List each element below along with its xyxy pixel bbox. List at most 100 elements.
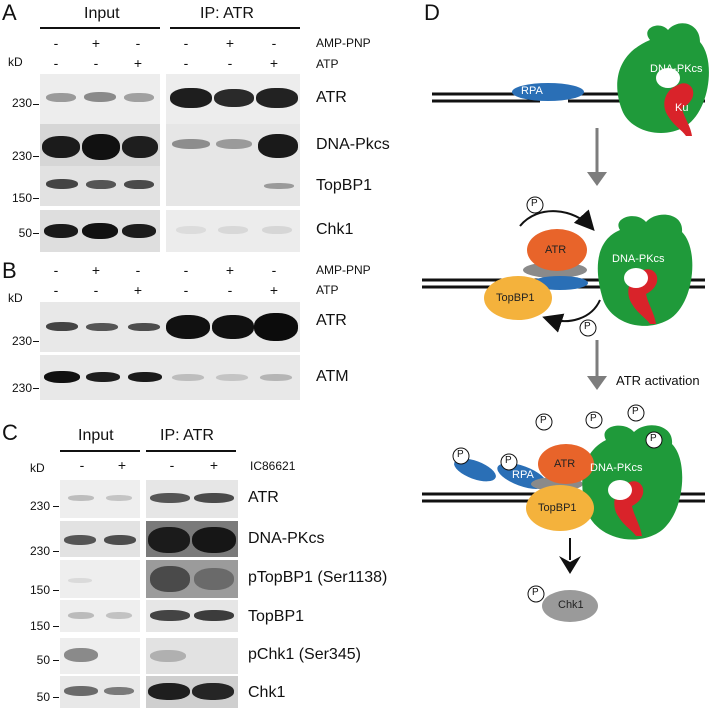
panel-a-atp-sign-3: +: [133, 55, 143, 71]
panel-a-tick-2: [33, 156, 39, 157]
panel-b-label: B: [2, 258, 17, 283]
step3-gray-shape: [531, 477, 583, 491]
step3-phospho-label-3: P: [540, 415, 547, 426]
panel-c-ic86621-sign-2: +: [117, 457, 127, 473]
panel-a-ip-underline: [170, 27, 300, 29]
panel-a-blot-atr-ip: [166, 74, 300, 124]
step2-atr-label: ATR: [545, 244, 567, 256]
panel-a-mw-2: 230: [11, 149, 32, 163]
step2-dna: [422, 278, 705, 289]
panel-c-blot-pchk1-ip: [146, 638, 238, 674]
panel-a-mw-1: 230: [11, 96, 32, 110]
panel-b-blot-atm: [40, 355, 300, 400]
panel-c-mw-3: 150: [29, 583, 50, 597]
panel-b-atp-sign-5: -: [227, 282, 233, 298]
panel-c-protein-dnapkcs: DNA-PKcs: [248, 530, 325, 547]
panel-b-protein-atr: ATR: [316, 312, 347, 329]
activation-label: ATR activation: [616, 373, 700, 388]
panel-b-atp-sign-4: -: [183, 282, 189, 298]
panel-c-blot-chk1-ip: [146, 676, 238, 708]
panel-c-blot-dnapkcs-input: [60, 521, 140, 557]
panel-c-ic86621-label: IC86621: [250, 459, 296, 473]
panel-c-tick-1: [53, 506, 59, 507]
panel-a-input-underline: [40, 27, 160, 29]
panel-b-atp-sign-6: +: [269, 282, 279, 298]
panel-a-atp-sign-1: -: [53, 55, 59, 71]
panel-c-ip-underline: [146, 450, 236, 452]
panel-b-kd-label: kD: [8, 291, 23, 305]
panel-a-protein-topbp1: TopBP1: [316, 177, 373, 194]
panel-a-tick-3: [33, 198, 39, 199]
panel-b-blot-atr: [40, 302, 300, 352]
panel-a-protein-atr: ATR: [316, 89, 347, 106]
panel-c-ic86621-sign-4: +: [209, 457, 219, 473]
panel-b-tick-1: [33, 341, 39, 342]
panel-b-amppnp-sign-2: +: [91, 262, 101, 278]
step1-arrow-head: [587, 172, 607, 186]
panel-b-mw-1: 230: [11, 334, 32, 348]
step2-rpa-shape: [532, 276, 588, 290]
panel-a-protein-chk1: Chk1: [316, 221, 354, 238]
panel-b-amppnp-sign-5: +: [225, 262, 235, 278]
step3-atr-label: ATR: [554, 458, 576, 470]
panel-b-tick-2: [33, 388, 39, 389]
panel-a-mw-3: 150: [11, 191, 32, 205]
step3-dnapkcs-shape: [582, 425, 683, 540]
panel-b-atp-sign-3: +: [133, 282, 143, 298]
panel-a-blot-chk1-input: [40, 210, 160, 252]
panel-a-blot-atr-input: [40, 74, 160, 124]
panel-c-blot-dnapkcs-ip: [146, 521, 238, 557]
step1-dna: [432, 92, 705, 103]
panel-c-protein-chk1: Chk1: [248, 684, 286, 701]
panel-c-kd-label: kD: [30, 461, 45, 475]
panel-b-atp-sign-1: -: [53, 282, 59, 298]
panel-c-ic86621-sign-3: -: [169, 457, 175, 473]
panel-c-mw-4: 150: [29, 619, 50, 633]
panel-a-blot-dnapkcs-ip: [166, 124, 300, 166]
panel-c-blot-atr-input: [60, 480, 140, 518]
panel-a-atp-sign-2: -: [93, 55, 99, 71]
step2-arrow-head: [587, 376, 607, 390]
panel-d-label: D: [424, 0, 440, 25]
panel-c-tick-5: [53, 660, 59, 661]
step2-gray-shape: [523, 262, 587, 278]
panel-b-protein-atm: ATM: [316, 368, 349, 385]
panel-c-tick-6: [53, 697, 59, 698]
panel-a-atp-sign-6: +: [269, 55, 279, 71]
panel-c-blot-topbp1-input: [60, 600, 140, 632]
panel-a-protein-dnapkcs: DNA-Pkcs: [316, 136, 390, 153]
panel-c-blot-atr-ip: [146, 480, 238, 518]
panel-b-amppnp-sign-6: -: [271, 262, 277, 278]
panel-a-amppnp-sign-3: -: [135, 35, 141, 51]
panel-c-protein-atr: ATR: [248, 489, 279, 506]
step2-phospho-label-bottom: P: [584, 321, 591, 332]
step3-topbp1-label: TopBP1: [538, 502, 577, 514]
chk1-phospho-label: P: [532, 587, 539, 598]
panel-a-blot-topbp1-ip: [166, 166, 300, 206]
panel-a-tick-1: [33, 104, 39, 105]
panel-c-protein-topbp1: TopBP1: [248, 608, 305, 625]
step1-dnapkcs-shape: [617, 23, 709, 136]
step1-ku-label: Ku: [675, 102, 689, 114]
panel-a-amppnp-label: AMP-PNP: [316, 36, 371, 50]
step3-phospho-label-2: P: [505, 455, 512, 466]
step1-rpa-label: RPA: [521, 85, 543, 97]
panel-a-amppnp-sign-6: -: [271, 35, 277, 51]
panel-c-ic86621-sign-1: -: [79, 457, 85, 473]
panel-c-blot-topbp1-ip: [146, 600, 238, 632]
panel-a-amppnp-sign-2: +: [91, 35, 101, 51]
panel-a-blot-chk1-ip: [166, 210, 300, 252]
panel-a-atp-label: ATP: [316, 57, 339, 71]
panel-c-mw-1: 230: [29, 499, 50, 513]
step2-dnapkcs-label: DNA-PKcs: [612, 253, 665, 265]
step3-dna: [422, 492, 705, 503]
panel-a-amppnp-sign-1: -: [53, 35, 59, 51]
panel-c-blot-ptopbp1-ip: [146, 560, 238, 598]
step3-phospho-label-1: P: [457, 449, 464, 460]
panel-a-kd-label: kD: [8, 55, 23, 69]
panel-a-label: A: [2, 0, 17, 25]
step3-phospho-label-5: P: [632, 406, 639, 417]
panel-a-ip-header: IP: ATR: [200, 5, 254, 22]
step3-phospho-label-6: P: [650, 433, 657, 444]
